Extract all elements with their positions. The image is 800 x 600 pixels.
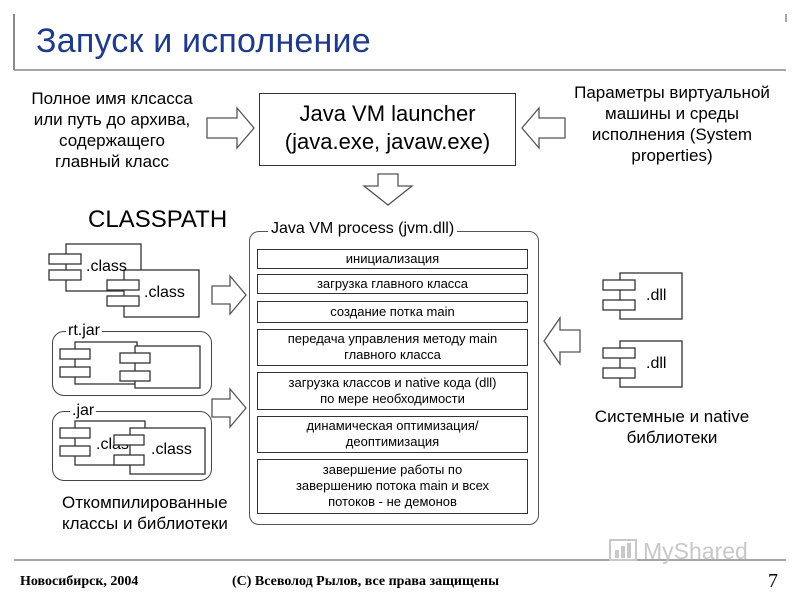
process-step-text: главного класса: [344, 347, 441, 362]
launcher-box: Java VM launcher (java.exe, javaw.exe): [259, 93, 516, 166]
native-caption: Системные и native библиотеки: [572, 406, 772, 448]
process-step: завершение работы по завершению потока m…: [257, 459, 528, 514]
native-caption-line: библиотеки: [626, 428, 718, 447]
jvm-process-title: Java VM process (jvm.dll): [268, 220, 458, 238]
arrow-left-icon: [521, 106, 566, 150]
class-label: .class: [86, 258, 127, 275]
rt-jar-label: rt.jar: [66, 322, 102, 340]
dll-component-icon: [602, 272, 683, 320]
classpath-caption-line: классы и библиотеки: [62, 514, 228, 533]
process-step-text: завершению потока main и всех: [295, 478, 490, 493]
arrow-left-icon: [543, 315, 581, 367]
page-number: 7: [768, 570, 778, 592]
process-step: загрузка классов и native кода (dll) по …: [257, 372, 528, 410]
right-input-line: Параметры виртуальной: [574, 83, 770, 102]
watermark-text: MyShared: [643, 538, 748, 564]
right-input-line: машины и среды: [605, 104, 739, 123]
process-step-text: деоптимизация: [345, 434, 440, 449]
right-input-line: properties): [631, 146, 713, 165]
classpath-label: CLASSPATH: [88, 206, 228, 233]
launcher-title: Java VM launcher: [299, 101, 476, 126]
process-step-text: создание потка main: [330, 304, 455, 319]
arrow-right-icon: [211, 274, 247, 316]
process-step: динамическая оптимизация/ деоптимизация: [257, 416, 528, 453]
left-input-text: Полное имя клсасса или путь до архива, с…: [12, 88, 212, 172]
class-label: .class: [144, 284, 185, 301]
dll-component-icon: [602, 340, 683, 388]
class-label: .class: [151, 441, 192, 458]
launcher-subtitle: (java.exe, javaw.exe): [284, 129, 491, 154]
left-input-line: или путь до архива,: [33, 110, 191, 129]
jar-label: .jar: [70, 402, 97, 420]
left-input-line: главный класс: [54, 152, 170, 171]
process-step: инициализация: [257, 249, 528, 269]
process-step-text: по мере необходимости: [320, 391, 465, 406]
dll-label: .dll: [646, 287, 667, 304]
native-caption-line: Системные и native: [594, 407, 750, 426]
left-input-line: содержащего: [59, 131, 165, 150]
myshared-logo-icon: [609, 539, 637, 561]
footer-location: Новосибирск, 2004: [20, 574, 139, 589]
left-input-line: Полное имя клсасса: [31, 89, 193, 108]
footer-copyright: (С) Всеволод Рылов, все права защищены: [232, 574, 500, 589]
dll-label: .dll: [646, 355, 667, 372]
right-input-line: исполнения (System: [591, 125, 753, 144]
process-step-text: потоков - не демонов: [328, 494, 457, 509]
process-step: передача управления методу main главного…: [257, 329, 528, 366]
classpath-caption: Откомпилированные классы и библиотеки: [62, 492, 228, 534]
slide-title: Запуск и исполнение: [36, 22, 371, 60]
arrow-right-icon: [211, 387, 247, 429]
process-step: загрузка главного класса: [257, 274, 528, 294]
process-step-text: завершение работы по: [322, 462, 463, 477]
process-step: создание потка main: [257, 301, 528, 323]
class-component-icon: [119, 345, 201, 389]
class-component-icon: [113, 427, 206, 475]
process-step-text: загрузка классов и native кода (dll): [288, 375, 497, 390]
process-step-text: инициализация: [345, 251, 440, 266]
process-step-text: загрузка главного класса: [316, 276, 469, 291]
arrow-down-icon: [362, 173, 414, 206]
arrow-right-icon: [206, 106, 255, 150]
right-input-text: Параметры виртуальной машины и среды исп…: [552, 82, 792, 166]
process-step-text: динамическая оптимизация/: [306, 418, 479, 433]
class-component-icon: [106, 269, 200, 318]
classpath-caption-line: Откомпилированные: [62, 493, 228, 512]
process-step-text: передача управления методу main: [287, 331, 498, 346]
